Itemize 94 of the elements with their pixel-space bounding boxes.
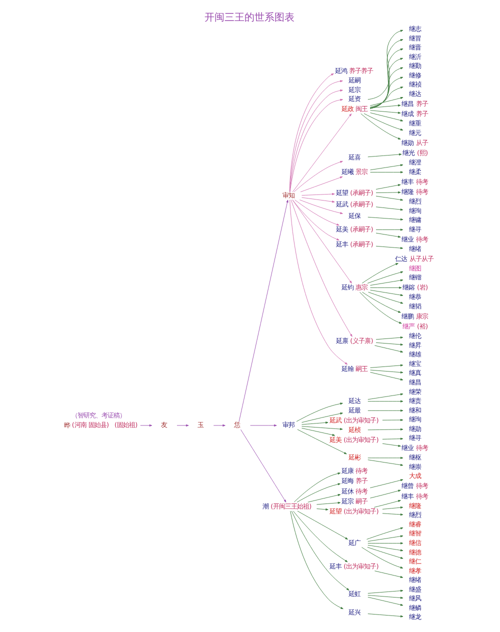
arrow [368,460,404,466]
diagram-title: 开闽三王的世系图表 [204,12,295,24]
arrow [292,200,352,284]
arrow [374,345,404,353]
arrow [370,286,402,289]
arrow [140,424,152,426]
arrow [382,443,401,447]
arrow [362,263,398,284]
arrow [368,400,404,402]
arrow [368,542,404,544]
arrow [376,206,404,211]
arrow [367,546,404,559]
arrow [382,513,404,516]
arrow [366,527,404,540]
arrow [299,200,343,214]
arrow [368,614,404,618]
arrow [368,216,404,220]
arrow [368,595,404,599]
arrow [376,184,401,190]
arrow [370,104,401,108]
arrow [374,570,404,578]
arrow [308,494,341,502]
arrow [370,364,404,368]
arrow [368,153,402,158]
arrow [294,472,341,502]
arrow [368,410,404,412]
arrow [360,292,402,324]
arrow [368,596,404,606]
arrow [292,114,352,192]
arrow [370,67,404,108]
arrow [370,290,404,296]
arrow [370,490,401,498]
arrow [370,58,404,109]
arrow [370,110,401,114]
arrow [370,86,404,108]
arrow [370,279,404,286]
arrow [292,200,340,240]
arrow [302,422,328,425]
arrow [376,336,404,340]
arrow [297,510,348,540]
arrow [376,196,404,201]
arrow [368,544,404,552]
arrow [370,372,404,380]
arrow [376,342,404,346]
arrow [213,424,226,426]
arrow [370,164,404,170]
arrow [382,506,404,510]
arrow [376,246,404,250]
arrow [291,510,350,590]
arrow [176,424,189,426]
arrow [300,176,343,192]
arrow [290,200,348,365]
arrow [316,508,328,510]
arrow [367,271,404,284]
arrow [368,30,404,100]
arrow [370,171,404,174]
arrow [297,429,347,454]
arrow [316,502,341,505]
arrow [374,500,401,508]
arrow [302,428,336,436]
arrow [360,113,401,140]
arrow [296,402,343,422]
arrow [302,412,343,423]
arrow [368,535,404,542]
arrow [376,228,404,231]
arrow [368,292,404,304]
arrow [382,438,404,440]
arrow [290,200,352,337]
arrow [296,483,341,502]
arrow [240,429,286,502]
arrow [368,393,404,400]
arrow [362,547,404,568]
arrow [368,456,404,459]
arrow [302,197,335,203]
arrow [302,426,343,430]
arrow [368,428,404,430]
arrow [368,590,404,594]
arrow [376,232,401,238]
arrow [250,424,277,426]
arrow [302,193,335,196]
arrow [370,76,404,108]
arrow [238,200,288,422]
arrow [376,191,401,194]
arrow [370,112,404,122]
arrow [362,292,401,313]
arrow [290,510,344,610]
arrow [382,418,404,422]
arrow [293,510,348,562]
arrow [364,113,404,130]
arrow [370,96,404,106]
arrow [370,479,404,488]
arrow [370,370,404,374]
arrow [294,160,343,192]
arrow [294,200,340,226]
